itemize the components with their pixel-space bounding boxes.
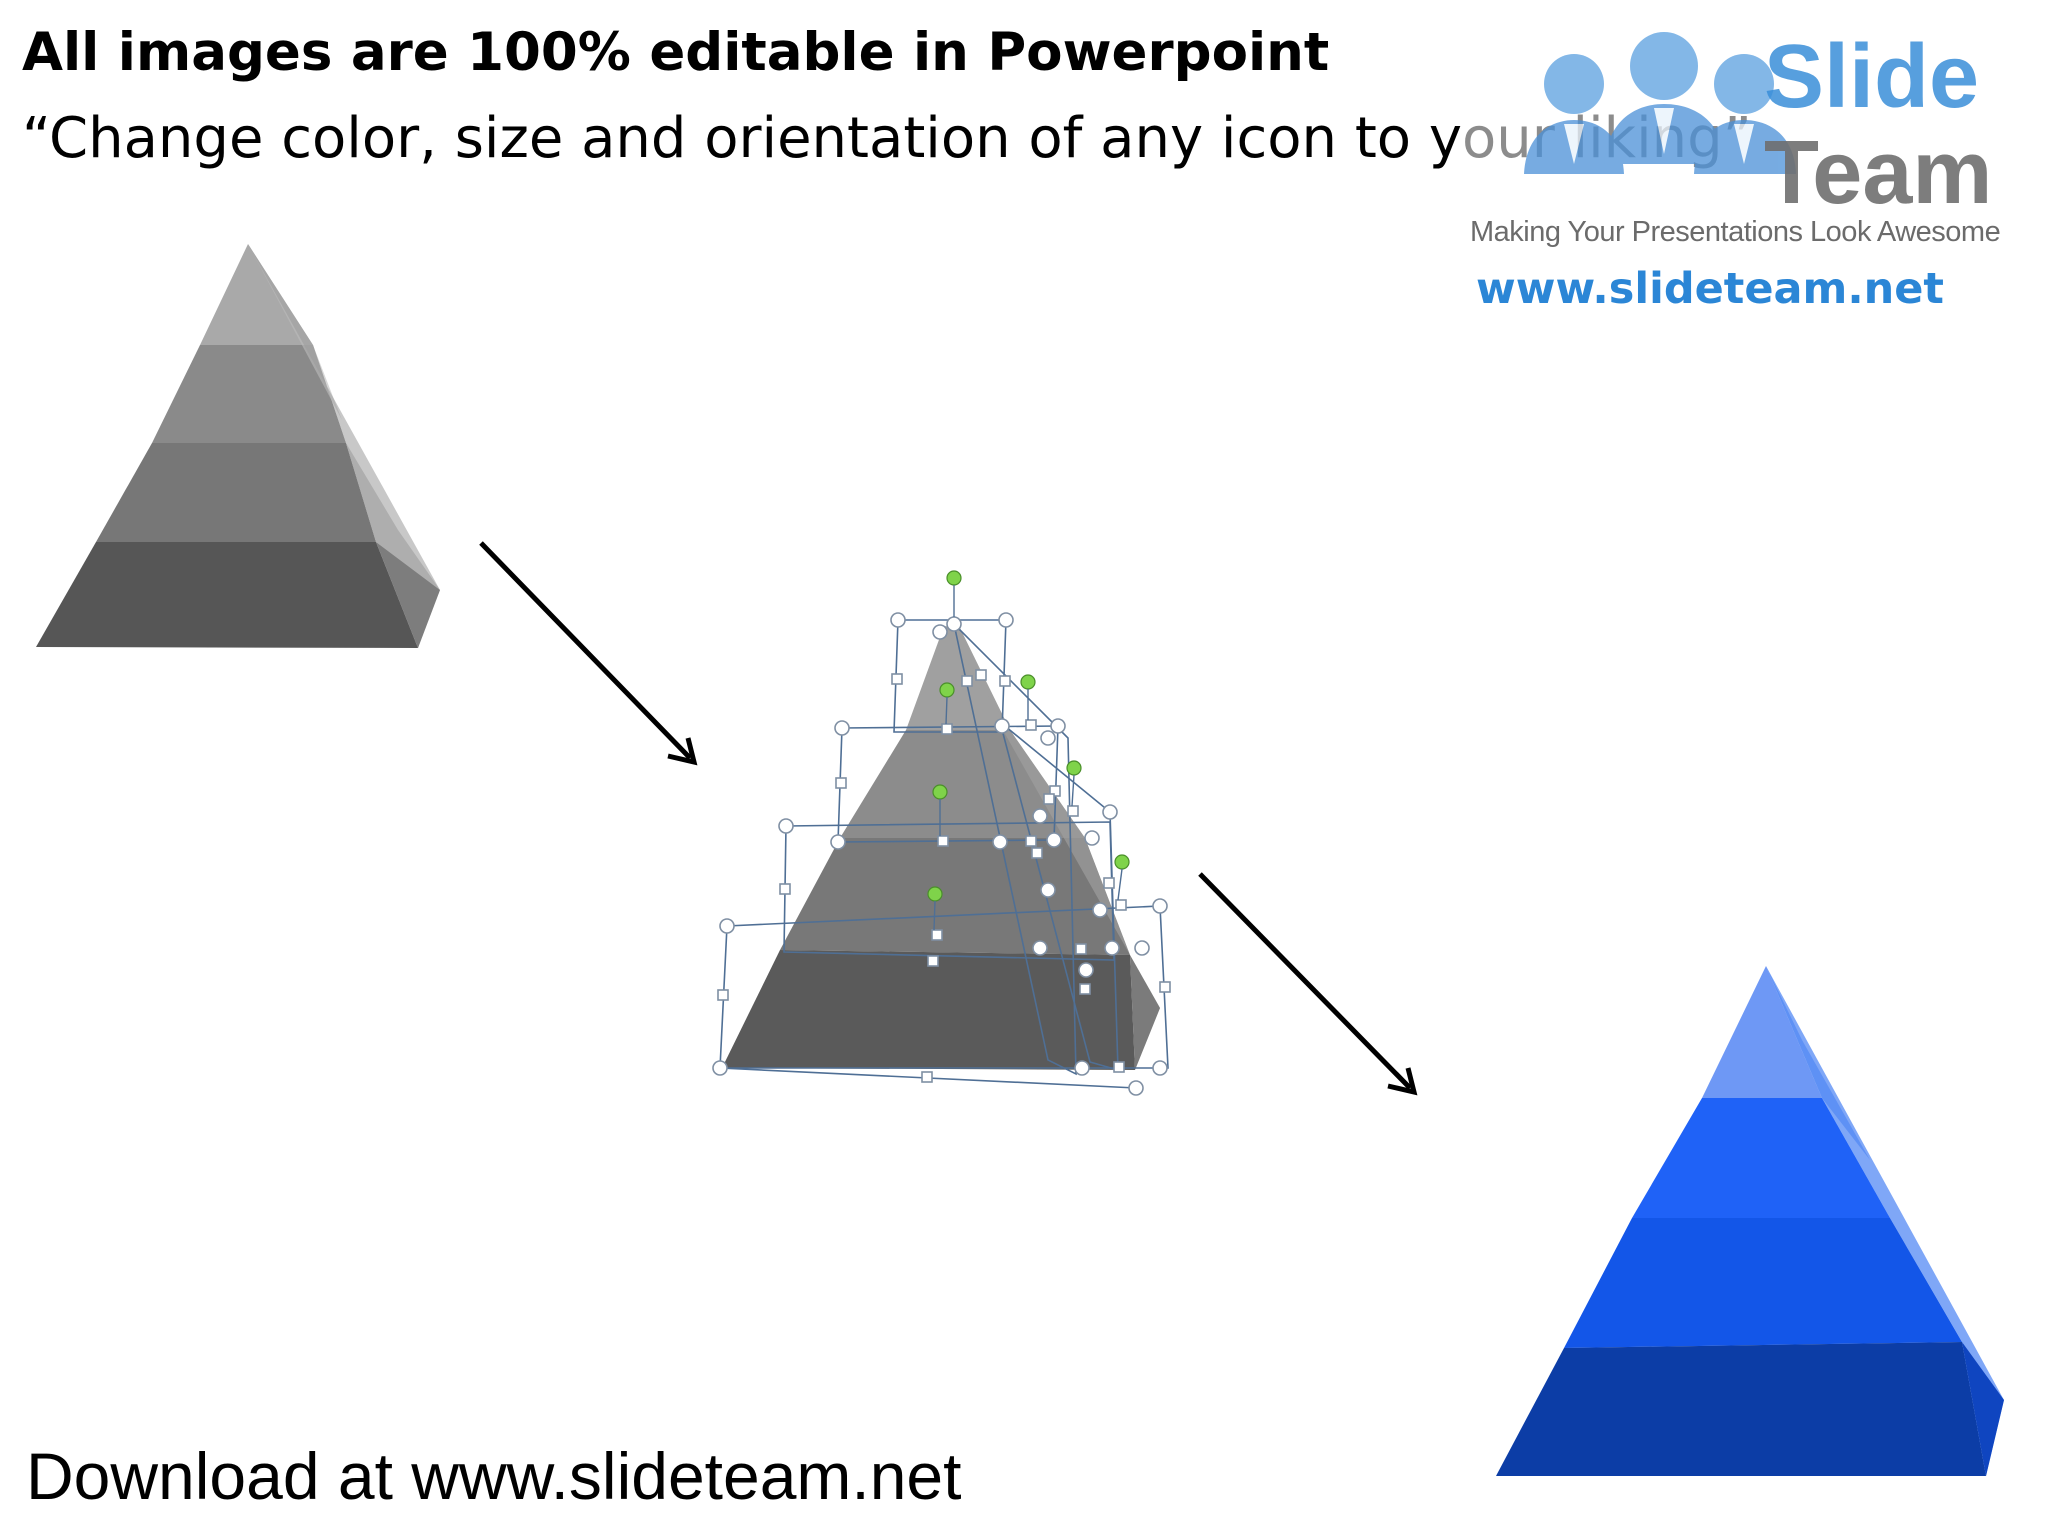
download-link-text[interactable]: Download at www.slideteam.net: [26, 1439, 962, 1513]
page-title: All images are 100% editable in Powerpoi…: [22, 22, 1330, 83]
team-people-icon: [1524, 32, 1796, 174]
arrow-right-down-1: [479, 541, 698, 766]
logo-url-link[interactable]: www.slideteam.net: [1476, 264, 1944, 314]
arrow-right-down-2: [1198, 872, 1418, 1096]
slideteam-logo[interactable]: Slide Team Making Your Presentations Loo…: [1464, 18, 2044, 314]
gray-pyramid[interactable]: [36, 244, 440, 648]
logo-word-team: Team: [1764, 123, 1993, 223]
logo-tagline: Making Your Presentations Look Awesome: [1470, 216, 2001, 248]
page-subtitle: “Change color, size and orientation of a…: [22, 106, 1752, 171]
selected-gray-pyramid[interactable]: [712, 570, 1171, 1096]
logo-word-slide: Slide: [1764, 27, 1980, 127]
blue-pyramid[interactable]: [1496, 966, 2004, 1476]
